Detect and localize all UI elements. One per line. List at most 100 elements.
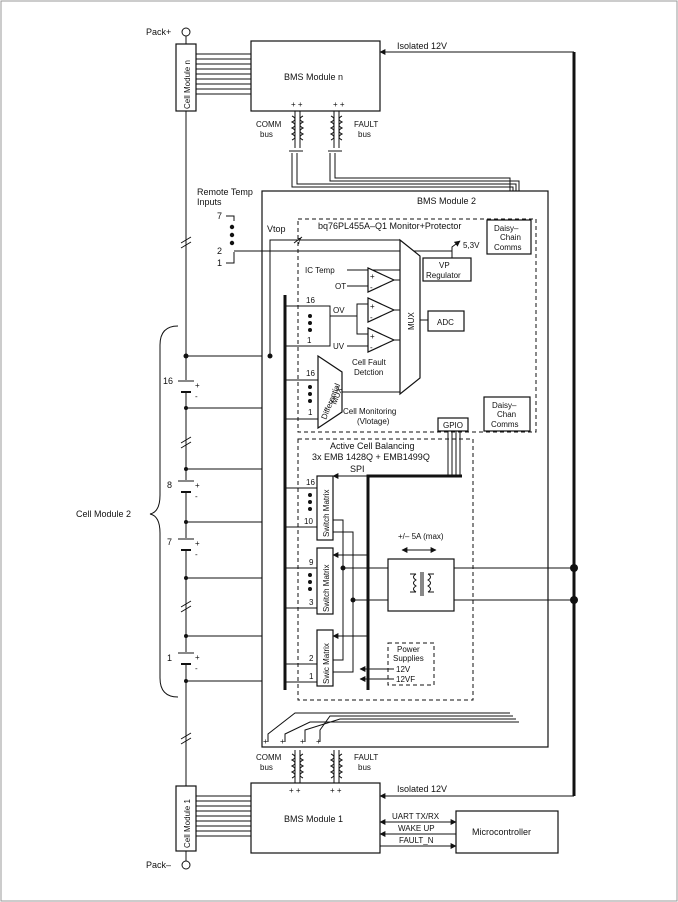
svg-text:-: - bbox=[195, 392, 198, 401]
switch-matrix-b-label: Switch Matrix bbox=[322, 564, 331, 612]
cell-module-n-box bbox=[175, 43, 197, 112]
cell-7-symbol: +- bbox=[178, 538, 200, 559]
svg-text:-: - bbox=[370, 343, 373, 352]
uv-comparator bbox=[367, 327, 396, 353]
wake-label: WAKE UP bbox=[398, 824, 435, 833]
vtop-pin-7: 7 bbox=[297, 237, 302, 246]
pack-string bbox=[180, 36, 192, 861]
top-fault-label: FAULT bbox=[354, 120, 378, 129]
cell-monitoring-label-2: (Vlotage) bbox=[357, 417, 390, 426]
bottom-fault-label: FAULT bbox=[354, 753, 378, 762]
mon-ladder-dots bbox=[308, 314, 312, 332]
microcontroller-label: Microcontroller bbox=[472, 827, 531, 837]
gpio-box bbox=[437, 417, 469, 432]
smb-9-label: 9 bbox=[309, 558, 314, 567]
bms-module-1-label: BMS Module 1 bbox=[284, 814, 343, 824]
smc-2-label: 2 bbox=[309, 654, 314, 663]
vp-regulator-label-1: VP bbox=[439, 261, 450, 270]
vp-regulator-label-2: Regulator bbox=[426, 271, 461, 280]
bottom-fault-bus bbox=[329, 750, 344, 786]
daisy-chain-bottom-box bbox=[483, 396, 531, 432]
svg-text:+: + bbox=[300, 737, 305, 746]
differential-mux bbox=[317, 354, 343, 430]
svg-text:+ +: + + bbox=[289, 786, 301, 795]
pack-minus-terminal bbox=[181, 860, 191, 870]
ot-label: OT bbox=[335, 282, 346, 291]
transformer-icon bbox=[410, 572, 434, 596]
daisy-top-3: Comms bbox=[494, 243, 522, 252]
bms-module-n-label: BMS Module n bbox=[284, 72, 343, 82]
svg-text:+: + bbox=[370, 332, 375, 341]
cell-module-1-wires bbox=[196, 795, 251, 837]
remote-temp-dots bbox=[229, 224, 235, 246]
mux-block bbox=[399, 238, 421, 396]
svg-text:+: + bbox=[316, 737, 321, 746]
svg-text:+ +: + + bbox=[330, 786, 342, 795]
remote-temp-2: 2 bbox=[217, 246, 222, 256]
monitor-title: bq76PL455A–Q1 Monitor+Protector bbox=[318, 221, 461, 231]
uart-label: UART TX/RX bbox=[392, 812, 440, 821]
balancing-bus bbox=[333, 519, 388, 673]
bms-module-1-box bbox=[250, 782, 381, 854]
top-fault-bus-label: bus bbox=[358, 130, 371, 139]
svg-text:-: - bbox=[195, 664, 198, 673]
bottom-bus-routing: ++ ++ bbox=[263, 712, 519, 746]
svg-text:+: + bbox=[195, 381, 200, 390]
cell-module-1-label: Cell Module 1 bbox=[183, 799, 192, 848]
ov-label: OV bbox=[333, 306, 345, 315]
svg-text:+: + bbox=[195, 653, 200, 662]
cell-monitoring-label-1: Cell Monitoring bbox=[343, 407, 396, 416]
power-label-2: Supplies bbox=[393, 654, 424, 663]
top-comm-bus bbox=[289, 111, 305, 152]
diffmux-16-label: 16 bbox=[306, 369, 315, 378]
smb-3-label: 3 bbox=[309, 598, 314, 607]
switch-matrix-a bbox=[316, 475, 334, 541]
adc-box bbox=[427, 310, 465, 332]
v12f-label: 12VF bbox=[396, 675, 415, 684]
remote-temp-1: 1 bbox=[217, 258, 222, 268]
switch-matrix-c-label: Swic Matrix bbox=[322, 643, 331, 684]
vp-regulator-box bbox=[422, 257, 472, 282]
bms-module-2-label: BMS Module 2 bbox=[417, 196, 476, 206]
acb-title-2: 3x EMB 1428Q + EMB1499Q bbox=[312, 452, 430, 462]
cell-fault-label-2: Detction bbox=[354, 368, 383, 377]
svg-text:+ +: + + bbox=[333, 100, 345, 109]
cell-8-label: 8 bbox=[167, 480, 172, 490]
cell-module-2-brace bbox=[149, 325, 179, 698]
svg-text:-: - bbox=[370, 313, 373, 322]
monitor-region bbox=[297, 218, 537, 433]
pack-plus-label: Pack+ bbox=[146, 27, 171, 37]
power-supplies-box bbox=[387, 642, 435, 686]
mon-16-label: 16 bbox=[306, 296, 315, 305]
acb-title-1: Active Cell Balancing bbox=[330, 441, 415, 451]
v12-label: 12V bbox=[396, 665, 411, 674]
svg-text:-: - bbox=[195, 492, 198, 501]
mux-label: MUX bbox=[407, 312, 416, 330]
svg-text:-: - bbox=[370, 283, 373, 292]
smb-dots bbox=[308, 573, 312, 591]
microcontroller-box bbox=[455, 810, 559, 854]
ov-comparator bbox=[367, 297, 396, 323]
remote-temp-label-2: Inputs bbox=[197, 197, 222, 207]
vtop-label: Vtop bbox=[267, 224, 286, 234]
v53-label: 5,3V bbox=[463, 241, 480, 250]
cell-1-label: 1 bbox=[167, 653, 172, 663]
svg-text:+: + bbox=[195, 481, 200, 490]
adc-label: ADC bbox=[437, 318, 454, 327]
cell-16-symbol: +- bbox=[178, 380, 200, 401]
remote-temp-7: 7 bbox=[217, 211, 222, 221]
daisy-bot-3: Comms bbox=[491, 420, 519, 429]
isolated-12v-rail bbox=[379, 49, 578, 799]
mon-1-label: 1 bbox=[307, 336, 312, 345]
bottom-comm-bus-label: bus bbox=[260, 763, 273, 772]
sma-16-label: 16 bbox=[306, 478, 315, 487]
remote-temp-label-1: Remote Temp bbox=[197, 187, 253, 197]
diffmux-1-label: 1 bbox=[308, 408, 313, 417]
ot-comparator bbox=[367, 267, 396, 293]
svg-text:+: + bbox=[195, 539, 200, 548]
fault-n-label: FAULT_N bbox=[399, 836, 434, 845]
power-label-1: Power bbox=[397, 645, 420, 654]
daisy-bot-2: Chan bbox=[497, 410, 516, 419]
